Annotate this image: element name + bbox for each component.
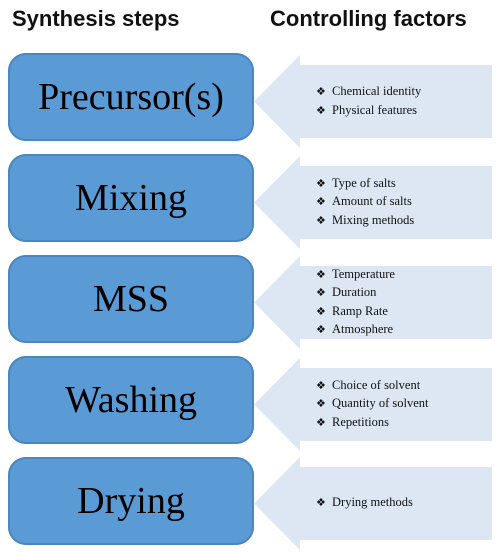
- arrow-shape: [254, 156, 492, 249]
- factor-text: Chemical identity: [332, 84, 422, 98]
- factor-text: Duration: [332, 285, 377, 299]
- arrow-polygon: [254, 55, 492, 148]
- factor-text: Temperature: [332, 266, 395, 281]
- factor-item: ❖ Amount of salts: [316, 193, 414, 212]
- factor-item: ❖ Physical features: [316, 102, 421, 121]
- diamond-bullet-icon: ❖: [316, 104, 326, 117]
- factor-item: ❖ Choice of solvent: [316, 377, 429, 396]
- factor-item: ❖ Ramp Rate: [316, 303, 395, 322]
- diamond-bullet-icon: ❖: [316, 268, 326, 281]
- factor-text: Physical features: [332, 102, 418, 117]
- factor-item: ❖ Temperature: [316, 266, 395, 285]
- factor-arrow-mss: ❖ Temperature ❖ Duration ❖ Ramp Rate ❖ Atmosphe…: [254, 256, 492, 349]
- diamond-bullet-icon: ❖: [316, 497, 326, 510]
- factor-text: Type of salts: [332, 175, 396, 190]
- step-box-precursor-s: Precursor(s): [8, 53, 254, 141]
- diamond-bullet-icon: ❖: [316, 214, 326, 227]
- diamond-bullet-icon: ❖: [316, 86, 326, 98]
- factor-arrow-drying: ❖ Drying methods: [254, 457, 492, 550]
- arrow-polygon: [254, 156, 492, 249]
- factor-item: ❖ Type of salts: [316, 175, 414, 194]
- factor-arrow-mixing: ❖ Type of salts ❖ Amount of salts ❖ Mixing me…: [254, 156, 492, 249]
- arrow-shape: [254, 457, 492, 550]
- factor-list: ❖ Drying methods: [316, 457, 413, 550]
- factor-item: ❖ Mixing methods: [316, 212, 414, 231]
- arrow-shape: [254, 256, 492, 349]
- factor-item: ❖ Drying methods: [316, 494, 413, 513]
- factor-list: ❖ Chemical identity ❖ Physical features: [316, 55, 421, 148]
- factor-item: ❖ Chemical identity: [316, 83, 421, 102]
- step-box-mixing: Mixing: [8, 154, 254, 242]
- diamond-bullet-icon: ❖: [316, 416, 326, 429]
- step-label: Drying: [77, 480, 185, 522]
- factor-item: ❖ Atmosphere: [316, 321, 395, 340]
- factor-text: Amount of salts: [332, 194, 412, 209]
- factor-text: Quantity of solvent: [332, 396, 429, 411]
- factor-list: ❖ Type of salts ❖ Amount of salts ❖ Mixing me…: [316, 156, 414, 249]
- controlling-factors-header: Controlling factors: [270, 6, 467, 31]
- factor-text: Ramp Rate: [332, 303, 388, 318]
- factor-item: ❖ Quantity of solvent: [316, 395, 429, 414]
- step-label: Precursor(s): [38, 76, 224, 118]
- diamond-bullet-icon: ❖: [316, 177, 326, 190]
- factor-arrow-precursor-s: ❖ Chemical identity ❖ Physical features: [254, 55, 492, 148]
- diamond-bullet-icon: ❖: [316, 324, 326, 336]
- step-box-washing: Washing: [8, 356, 254, 444]
- diamond-bullet-icon: ❖: [316, 305, 326, 318]
- arrow-polygon: [254, 457, 492, 550]
- diamond-bullet-icon: ❖: [316, 287, 326, 299]
- step-box-mss: MSS: [8, 255, 254, 343]
- step-label: Washing: [64, 379, 198, 421]
- factor-text: Mixing methods: [332, 212, 415, 227]
- step-label: Mixing: [75, 177, 187, 219]
- arrow-polygon: [254, 358, 492, 451]
- factor-item: ❖ Repetitions: [316, 414, 429, 433]
- arrow-polygon: [254, 256, 492, 349]
- factor-list: ❖ Temperature ❖ Duration ❖ Ramp Rate ❖ Atmosphe…: [316, 256, 395, 349]
- arrow-shape: [254, 358, 492, 451]
- factor-text: Repetitions: [332, 414, 389, 429]
- arrow-shape: [254, 55, 492, 148]
- diamond-bullet-icon: ❖: [316, 196, 326, 209]
- factor-text: Atmosphere: [332, 322, 394, 336]
- synthesis-steps-header: Synthesis steps: [12, 6, 180, 31]
- diamond-bullet-icon: ❖: [316, 379, 326, 392]
- factor-list: ❖ Choice of solvent ❖ Quantity of solvent ❖ R…: [316, 358, 429, 451]
- factor-text: Drying methods: [332, 495, 413, 510]
- step-label: MSS: [92, 278, 170, 320]
- step-box-drying: Drying: [8, 457, 254, 545]
- factor-item: ❖ Duration: [316, 284, 395, 303]
- factor-arrow-washing: ❖ Choice of solvent ❖ Quantity of solvent ❖ R…: [254, 358, 492, 451]
- diamond-bullet-icon: ❖: [316, 398, 326, 411]
- factor-text: Choice of solvent: [332, 377, 421, 392]
